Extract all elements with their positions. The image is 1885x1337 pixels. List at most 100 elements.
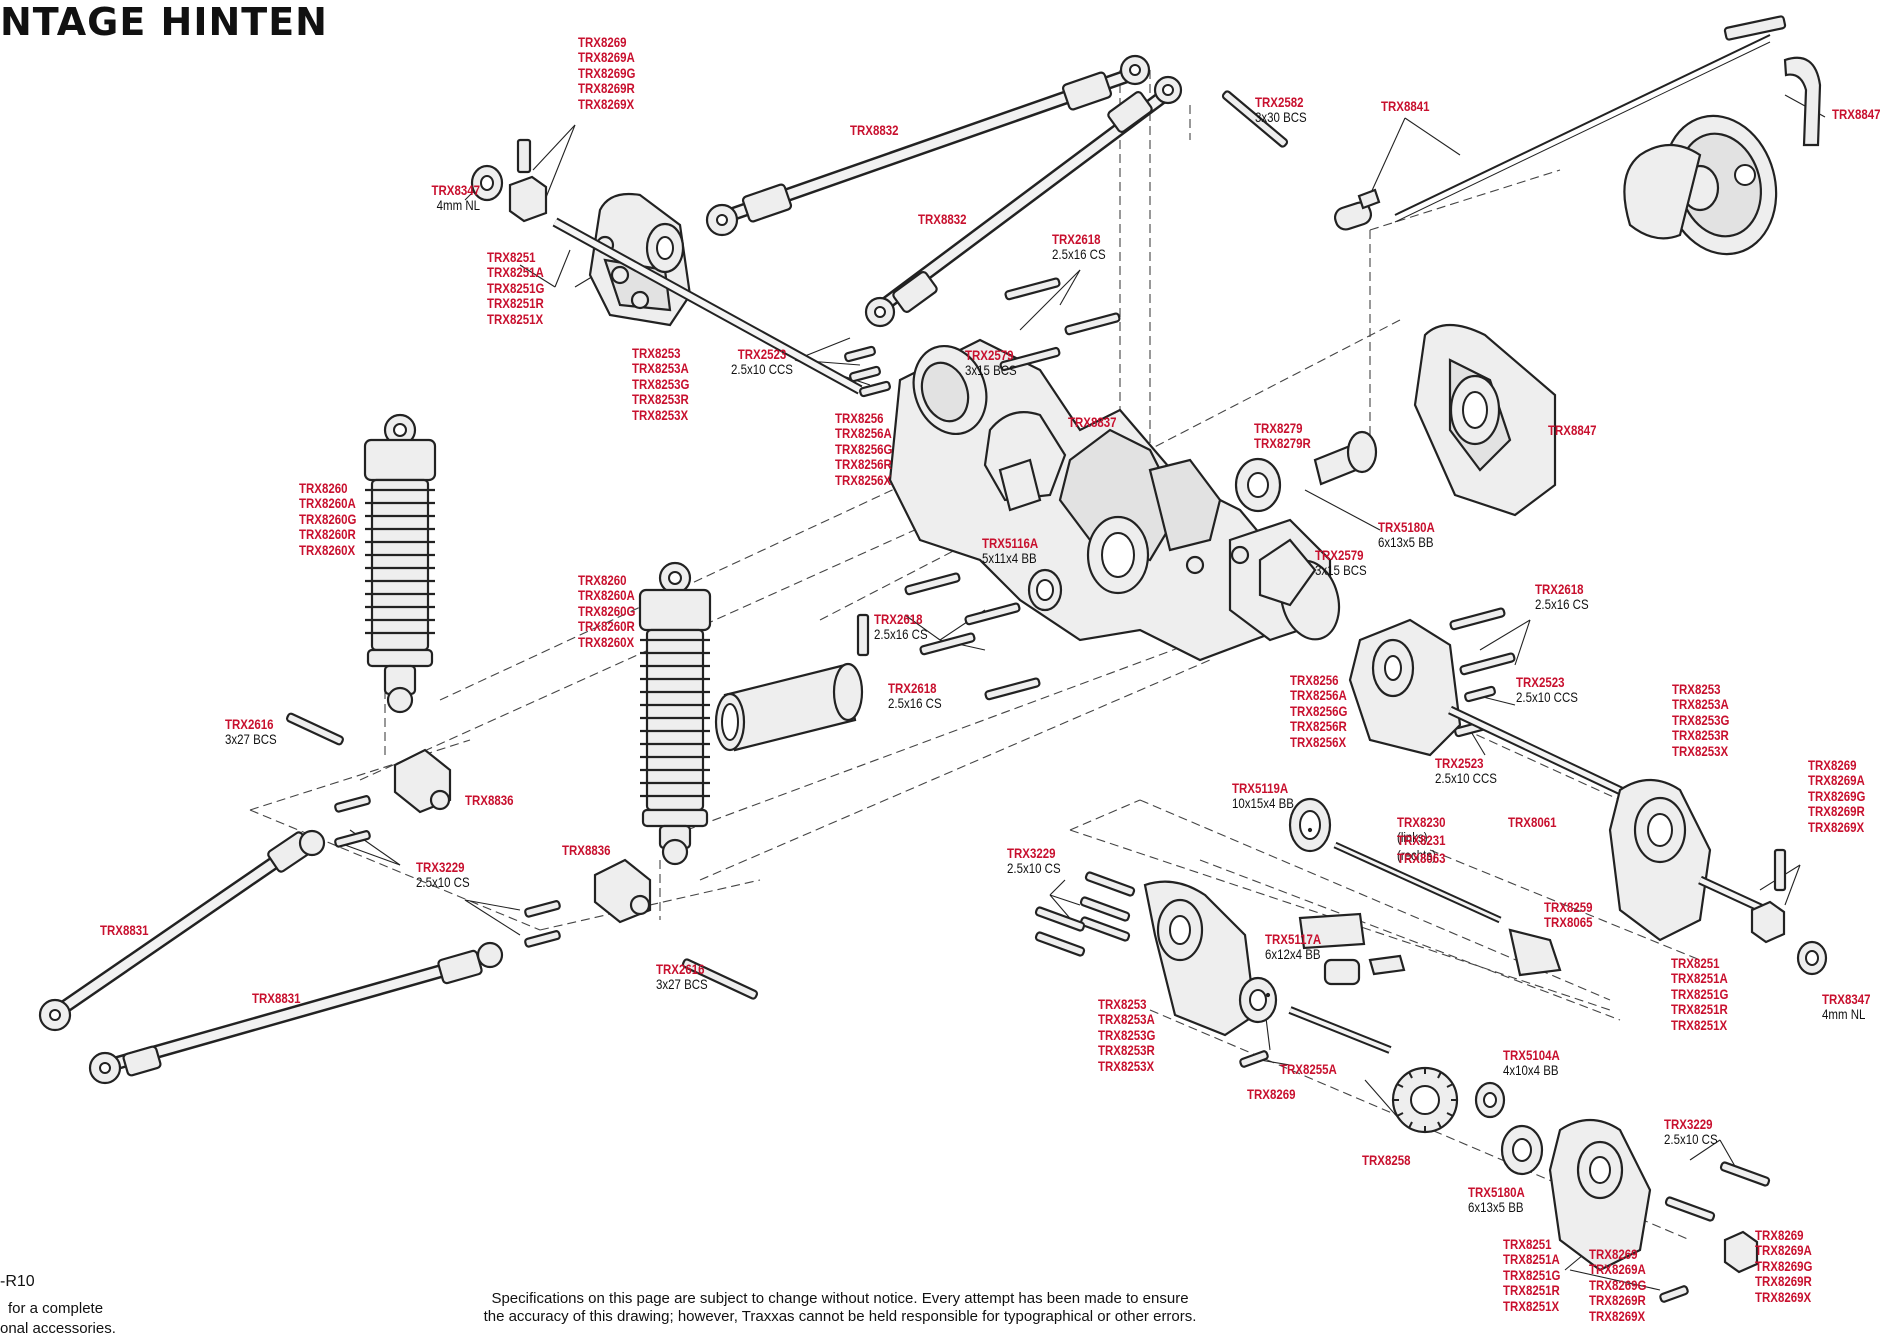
part-number: TRX8279R (1254, 435, 1311, 452)
callout-c33: TRX8831 (100, 922, 159, 938)
part-number: TRX8256X (1290, 733, 1347, 750)
part-number: TRX8260G (299, 510, 357, 527)
part-number: TRX8255A (1280, 1061, 1337, 1077)
part-number: TRX8347 (1822, 991, 1871, 1007)
left-shock (363, 413, 437, 714)
part-number: TRX5180A (1378, 519, 1435, 535)
part-spec: 5x11x4 BB (982, 550, 1037, 567)
part-spec: 6x13x5 BB (1468, 1199, 1524, 1216)
part-number: TRX8836 (465, 792, 514, 808)
part-spec: 2.5x10 CCS (1435, 770, 1497, 787)
part-number: TRX2579 (1315, 547, 1364, 563)
leader-lines (344, 94, 1826, 1291)
part-number: TRX8347 (431, 182, 480, 198)
disclaimer-line1: Specifications on this page are subject … (491, 1290, 1189, 1307)
part-number: TRX8269A (1808, 772, 1865, 789)
part-spec: 2.5x16 CS (1535, 596, 1589, 613)
part-number: TRX8251 (1671, 955, 1720, 971)
part-number: TRX8251G (487, 279, 545, 296)
part-number: TRX8269R (1589, 1292, 1646, 1309)
part-spec: 2.5x10 CS (1664, 1131, 1718, 1148)
part-number: TRX8269 (1589, 1246, 1638, 1262)
part-number: TRX8253A (1098, 1011, 1155, 1028)
center-driveshaft (714, 613, 870, 752)
part-number: TRX8837 (1068, 414, 1117, 430)
callout-c51: TRX8258 (1362, 1152, 1421, 1168)
part-number: TRX8253R (1098, 1042, 1155, 1059)
disclaimer-line2: the accuracy of this drawing; however, T… (483, 1308, 1197, 1325)
part-number: TRX8279 (1254, 420, 1303, 436)
part-number: TRX8256A (835, 425, 892, 442)
part-spec: 2.5x16 CS (888, 695, 942, 712)
part-number: TRX8231 (1397, 832, 1446, 848)
screws (286, 90, 1787, 1303)
part-number: TRX8269R (578, 80, 635, 97)
callout-c14: TRX8847 (1832, 106, 1885, 122)
part-number: TRX2618 (888, 680, 937, 696)
callout-c34: TRX8831 (252, 990, 311, 1006)
part-spec: (links) (1397, 829, 1428, 846)
callout-c15: TRX8847 (1548, 422, 1607, 438)
footer-model: -R10 (0, 1273, 35, 1290)
part-spec: 6x13x5 BB (1378, 534, 1434, 551)
part-number: TRX8253X (632, 406, 689, 423)
part-number: TRX5119A (1232, 780, 1289, 796)
part-number: TRX8253 (632, 345, 681, 361)
bearing-5x11x4 (1027, 568, 1063, 612)
part-number: TRX8269 (578, 34, 627, 50)
part-number: TRX8841 (1381, 98, 1430, 114)
part-number: TRX2618 (1052, 231, 1101, 247)
part-spec: 2.5x10 CCS (1516, 689, 1578, 706)
part-number: TRX8269X (1808, 818, 1865, 835)
callout-c5: TRX8832 (850, 122, 909, 138)
part-number: TRX8061 (1508, 814, 1557, 830)
callout-c30: TRX8836 (465, 792, 524, 808)
part-number: TRX8251A (1503, 1251, 1560, 1268)
part-number: TRX2616 (656, 961, 705, 977)
part-number: TRX8269X (1589, 1307, 1646, 1324)
part-number: TRX8256R (835, 456, 892, 473)
differential-gear (1623, 114, 1778, 256)
part-number: TRX8253R (632, 391, 689, 408)
part-number: TRX8256G (1290, 702, 1348, 719)
part-number: TRX8269A (1755, 1242, 1812, 1259)
part-number: TRX8260X (299, 541, 356, 558)
part-number: TRX8269A (1589, 1261, 1646, 1278)
callout-c6: TRX8832 (918, 211, 977, 227)
part-number: TRX8847 (1832, 106, 1881, 122)
callout-c11: TRX8837 (1068, 414, 1127, 430)
part-number: TRX8832 (918, 211, 967, 227)
part-number: TRX8831 (252, 990, 301, 1006)
part-number: TRX8269 (1247, 1086, 1296, 1102)
part-number: TRX8256A (1290, 687, 1347, 704)
part-spec: 10x15x4 BB (1232, 795, 1294, 812)
part-number: TRX8260R (299, 526, 356, 543)
part-number: TRX8256 (835, 410, 884, 426)
axle-housing (888, 338, 1341, 662)
part-number: TRX8269R (1755, 1273, 1812, 1290)
